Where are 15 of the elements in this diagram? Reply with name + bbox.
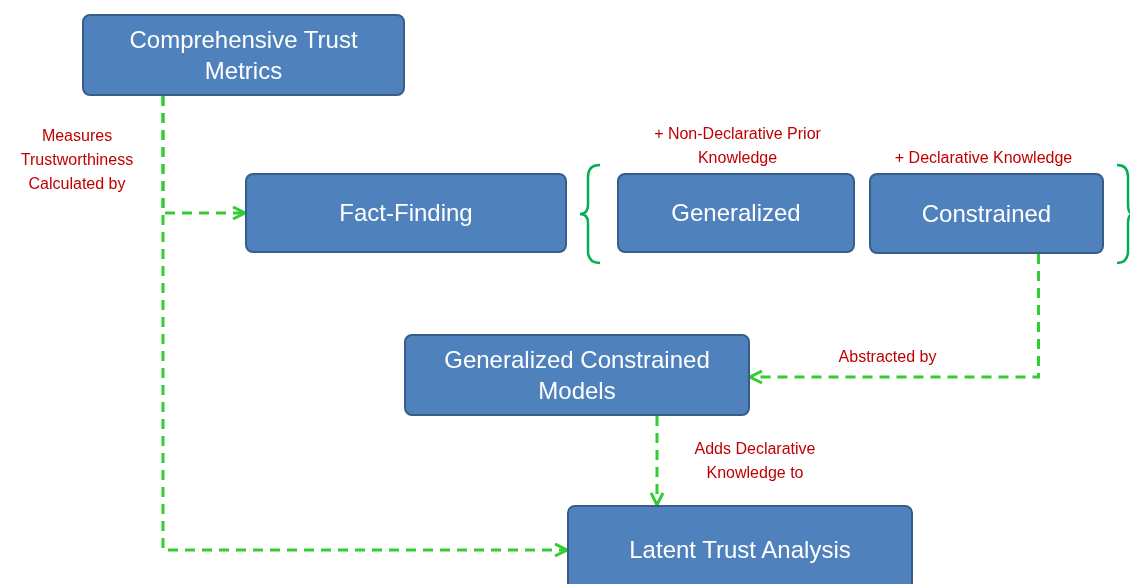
box-label: Generalized xyxy=(671,198,801,229)
box-label: Latent Trust Analysis xyxy=(629,535,851,566)
process-box xyxy=(82,14,405,96)
box-label: Constrained xyxy=(921,198,1052,229)
process-box xyxy=(567,505,913,584)
process-box xyxy=(869,173,1104,254)
dashed-arrow xyxy=(649,416,665,507)
process-box xyxy=(404,334,750,416)
process-box xyxy=(245,173,567,253)
box-label: Fact-Finding xyxy=(339,198,473,229)
dashed-arrow xyxy=(161,96,569,558)
box-label: Generalized Constrained Models xyxy=(443,344,711,406)
box-label: Comprehensive Trust Metrics xyxy=(128,24,359,86)
dashed-arrow xyxy=(748,254,1040,385)
process-box xyxy=(617,173,855,253)
